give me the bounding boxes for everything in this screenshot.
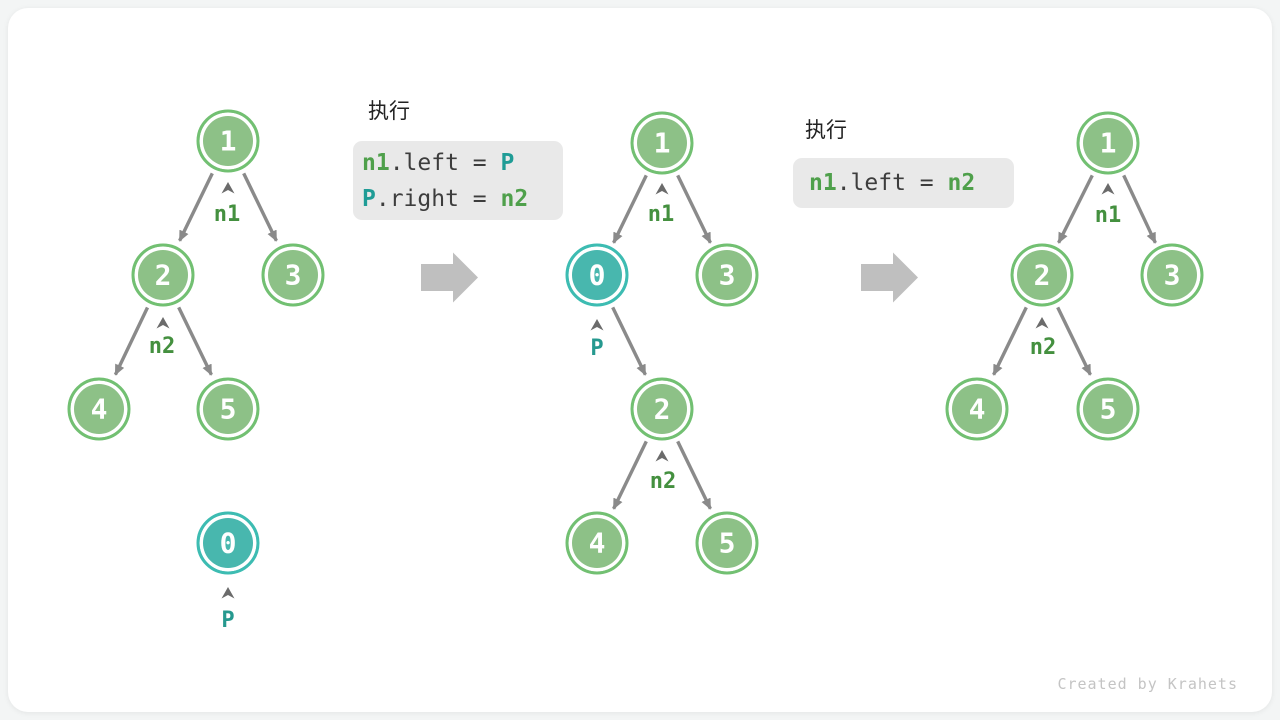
tree2-pointer-n1: n1: [647, 202, 675, 227]
tree2-node-5: 5: [695, 511, 759, 575]
tree2-node-0: 0: [565, 243, 629, 307]
tree1-node-4: 4: [67, 377, 131, 441]
code-token: .left =: [389, 149, 501, 176]
tree3-pointer-n2: n2: [1029, 335, 1057, 360]
tree3-node-4: 4: [945, 377, 1009, 441]
code-token: n1: [362, 149, 390, 176]
code-token: P: [500, 149, 515, 176]
tree2-pointer-p: P: [590, 336, 604, 361]
tree2-edges: [611, 174, 712, 510]
tree1-node-5: 5: [196, 377, 260, 441]
code-line: n1.left = P: [353, 145, 563, 181]
tree1-edges: [113, 172, 278, 376]
tree1-node-0: 0: [196, 511, 260, 575]
code-box-1: n1.left = P P.right = n2: [353, 141, 563, 220]
tree1-node-3: 3: [261, 243, 325, 307]
tree1-node-1: 1: [196, 109, 260, 173]
tree3-node-5: 5: [1076, 377, 1140, 441]
tree3-node-2: 2: [1010, 243, 1074, 307]
code-token: .left =: [836, 170, 948, 196]
exec-label-2: 执行: [805, 119, 847, 142]
tree3-pointer-n1: n1: [1094, 203, 1122, 228]
tree2-pointer-n2: n2: [649, 469, 677, 494]
tree3-node-3: 3: [1140, 243, 1204, 307]
code-token: P: [362, 185, 376, 212]
tree1-node-2: 2: [131, 243, 195, 307]
code-token: n1: [809, 170, 837, 196]
exec-label-1: 执行: [368, 100, 410, 123]
tree2-node-3: 3: [695, 243, 759, 307]
transform-arrow-icon-2: [861, 252, 918, 303]
code-token: n2: [947, 170, 976, 196]
code-line: n1.left = n2: [793, 165, 1014, 201]
code-box-2: n1.left = n2: [793, 158, 1014, 208]
tree2-node-2: 2: [630, 377, 694, 441]
tree1-pointer-n1: n1: [213, 202, 241, 227]
code-token: .right =: [375, 185, 501, 212]
tree2-node-1: 1: [630, 111, 694, 175]
tree1-pointer-n2: n2: [148, 334, 176, 359]
tree3-edges: [992, 174, 1157, 376]
transform-arrow-icons: [421, 252, 918, 303]
code-line: P.right = n2: [353, 181, 563, 217]
tree3-node-1: 1: [1076, 111, 1140, 175]
pointer-caret-icons: [156, 182, 1115, 599]
code-token: n2: [500, 185, 529, 212]
tree1-pointer-p: P: [221, 608, 235, 633]
watermark-credit: Created by Krahets: [1057, 675, 1238, 693]
tree2-node-4: 4: [565, 511, 629, 575]
transform-arrow-icon-1: [421, 252, 478, 303]
